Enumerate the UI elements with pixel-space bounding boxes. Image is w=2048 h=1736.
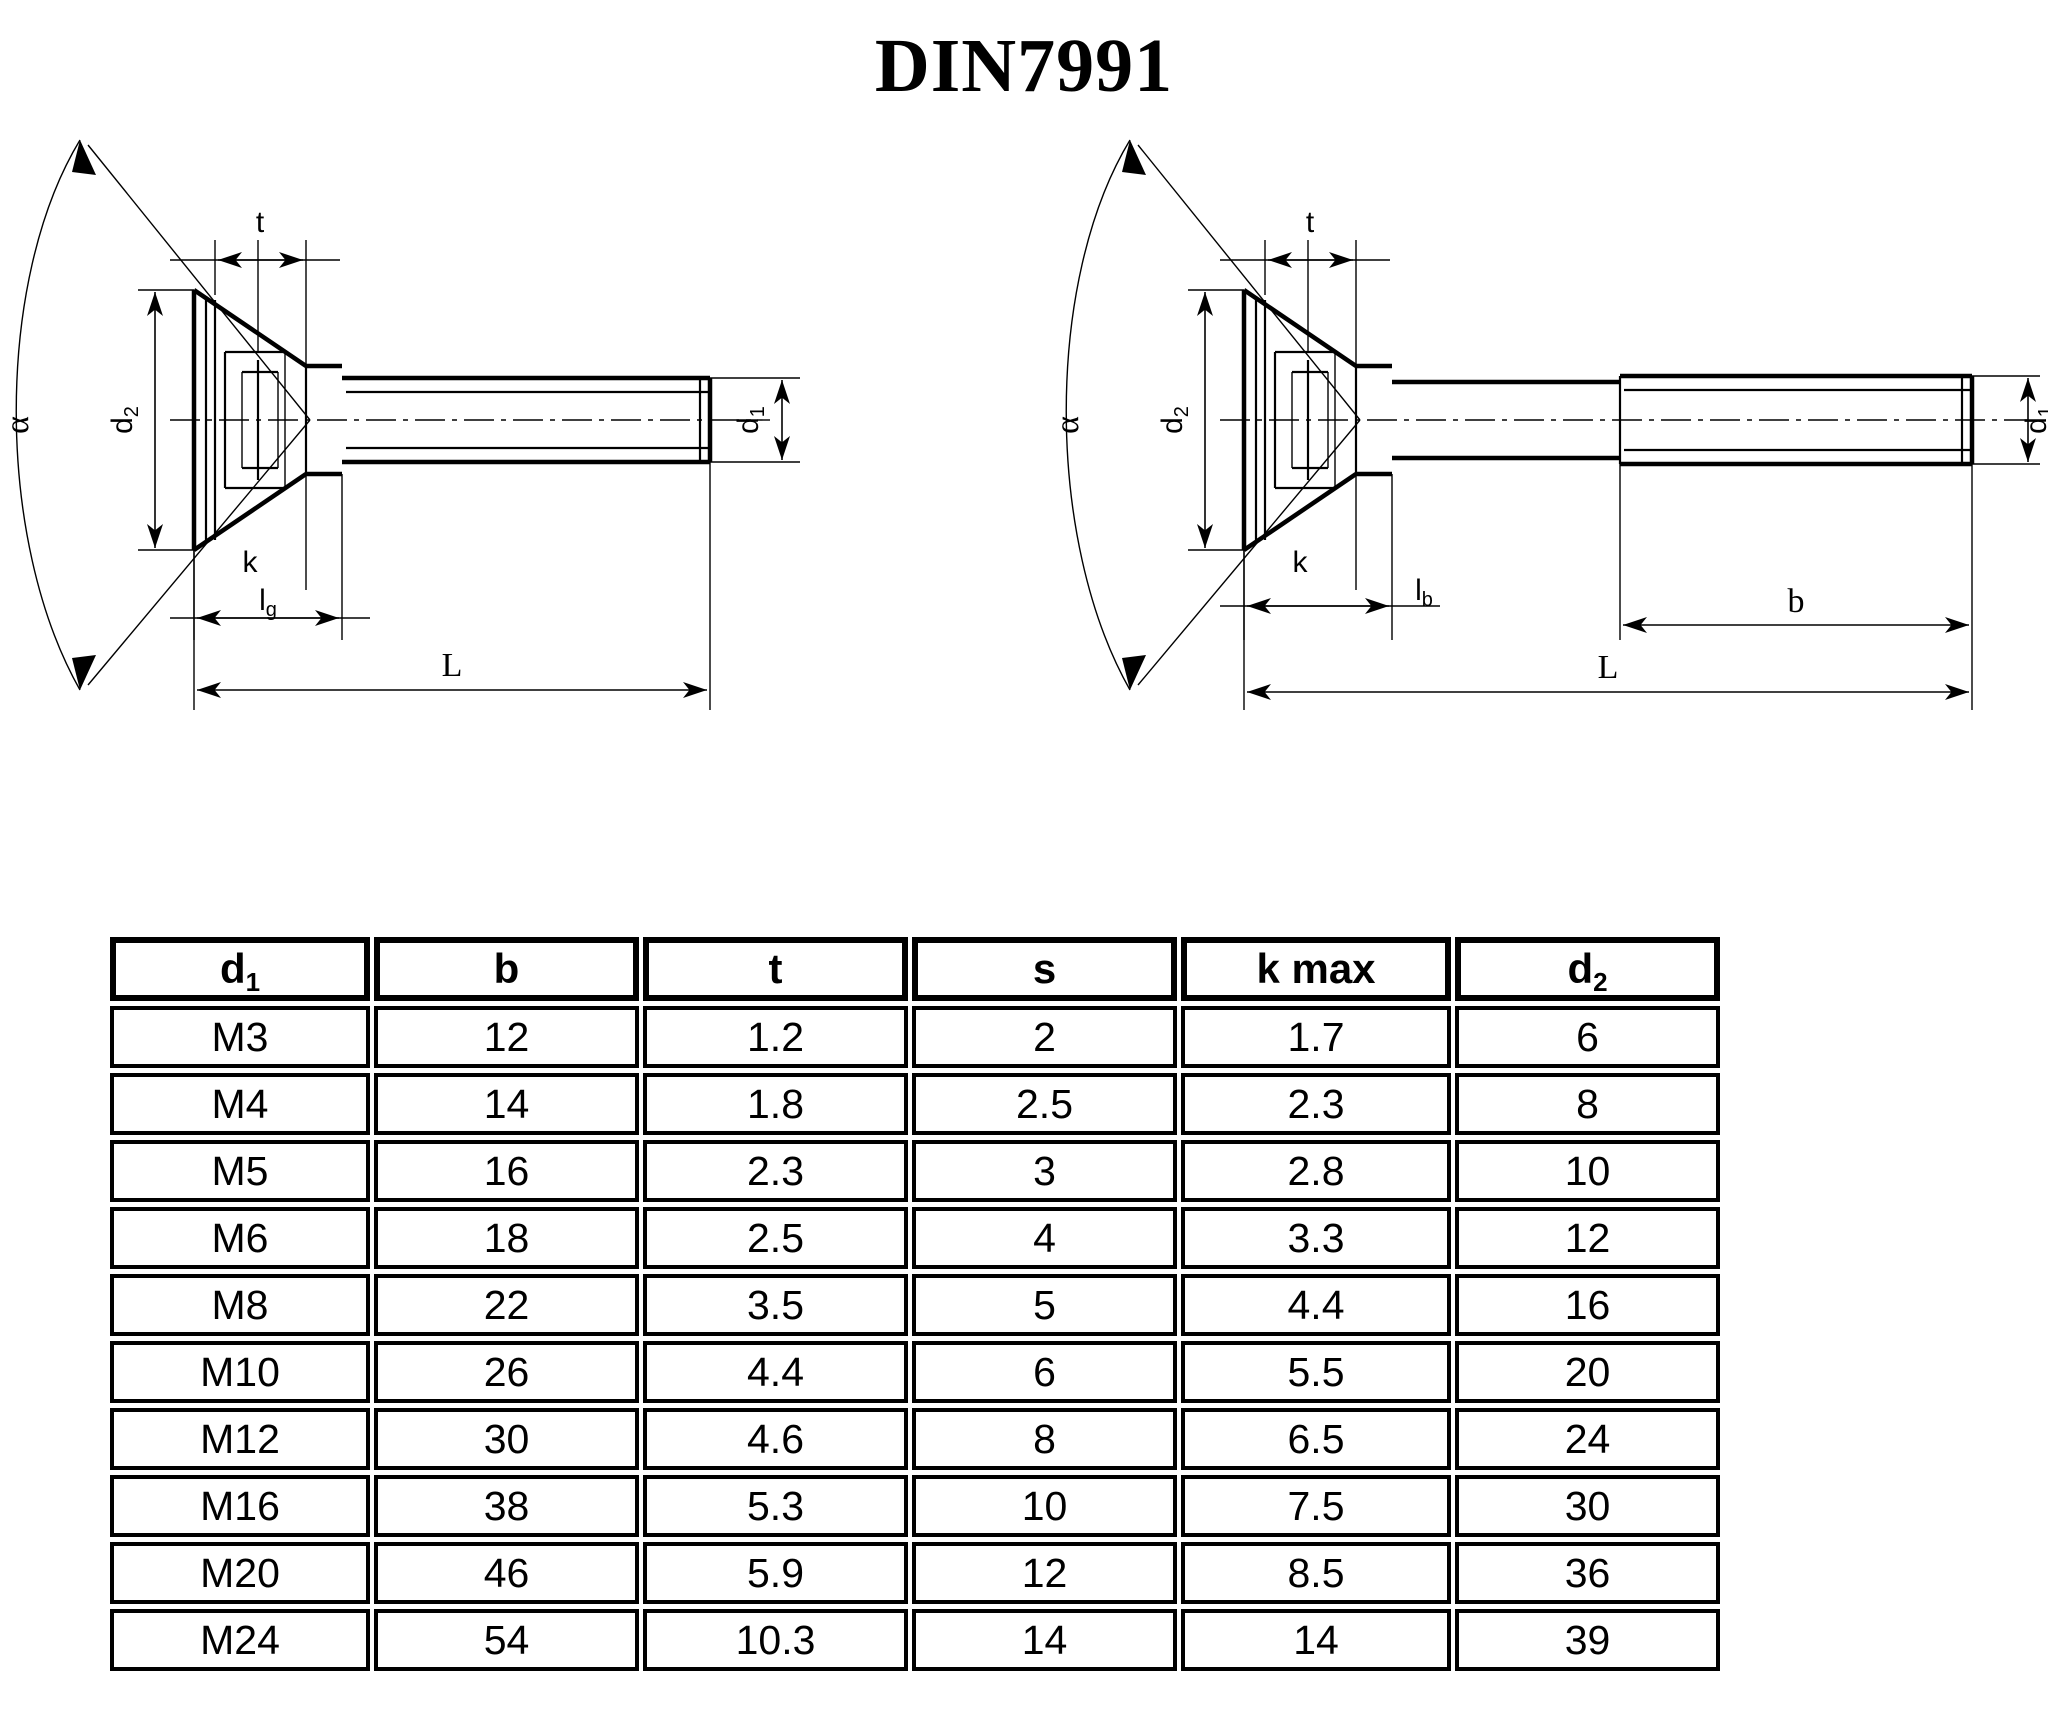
table-cell-d1: M10 [110,1341,370,1403]
table-cell-s: 10 [912,1475,1177,1537]
label-lb: lb [1415,574,1433,611]
label-t: t [1306,206,1315,239]
table-header-row: d1 b t s k max d2 [110,937,1720,1001]
table-cell-b: 12 [374,1006,639,1068]
table-cell-t: 1.2 [643,1006,908,1068]
table-cell-t: 2.3 [643,1140,908,1202]
table-cell-s: 3 [912,1140,1177,1202]
table-cell-s: 2 [912,1006,1177,1068]
figure-fully-threaded-screw: α [0,120,1050,740]
label-lg: lg [259,584,277,621]
table-cell-t: 3.5 [643,1274,908,1336]
table-cell-k-max: 8.5 [1181,1542,1451,1604]
table-cell-d1: M20 [110,1542,370,1604]
column-header-kmax: k max [1181,937,1451,1001]
column-header-t: t [643,937,908,1001]
table-cell-b: 30 [374,1408,639,1470]
table-cell-b: 18 [374,1207,639,1269]
label-d1: d1 [732,406,769,434]
table-cell-k-max: 1.7 [1181,1006,1451,1068]
table-cell-d2: 16 [1455,1274,1720,1336]
label-L: L [1598,649,1619,686]
table-cell-s: 6 [912,1341,1177,1403]
table-cell-k-max: 2.3 [1181,1073,1451,1135]
label-alpha: α [0,416,36,434]
table-cell-d1: M8 [110,1274,370,1336]
label-d2: d2 [1156,406,1193,434]
page-title: DIN7991 [874,24,1174,108]
table-cell-s: 5 [912,1274,1177,1336]
table-cell-b: 46 [374,1542,639,1604]
table-cell-k-max: 4.4 [1181,1274,1451,1336]
table-cell-k-max: 3.3 [1181,1207,1451,1269]
label-alpha: α [1049,416,1086,434]
column-header-b: b [374,937,639,1001]
table-cell-d2: 12 [1455,1207,1720,1269]
table-cell-b: 16 [374,1140,639,1202]
label-k: k [1293,546,1309,579]
table-cell-t: 10.3 [643,1609,908,1671]
table-cell-d2: 8 [1455,1073,1720,1135]
table-cell-t: 1.8 [643,1073,908,1135]
table-cell-b: 54 [374,1609,639,1671]
table-cell-d2: 20 [1455,1341,1720,1403]
table-cell-t: 5.9 [643,1542,908,1604]
figure-partially-threaded-screw: α [1049,120,2048,740]
table-cell-k-max: 2.8 [1181,1140,1451,1202]
table-cell-k-max: 7.5 [1181,1475,1451,1537]
table-cell-b: 26 [374,1341,639,1403]
table-cell-k-max: 14 [1181,1609,1451,1671]
table-cell-d1: M6 [110,1207,370,1269]
technical-drawing-area: α [0,120,2048,740]
table-cell-d1: M12 [110,1408,370,1470]
table-cell-d2: 10 [1455,1140,1720,1202]
table-cell-t: 4.4 [643,1341,908,1403]
table-cell-d2: 39 [1455,1609,1720,1671]
table-cell-d2: 36 [1455,1542,1720,1604]
table-cell-d1: M24 [110,1609,370,1671]
label-d2: d2 [106,406,143,434]
table-cell-d1: M16 [110,1475,370,1537]
label-d1: d1 [2020,406,2048,434]
column-header-d1: d1 [110,937,370,1001]
label-L: L [442,647,463,684]
label-t: t [256,206,265,239]
table-cell-k-max: 6.5 [1181,1408,1451,1470]
column-header-s: s [912,937,1177,1001]
table-cell-t: 4.6 [643,1408,908,1470]
table-cell-s: 8 [912,1408,1177,1470]
table-cell-t: 2.5 [643,1207,908,1269]
table-cell-d2: 24 [1455,1408,1720,1470]
table-cell-b: 14 [374,1073,639,1135]
label-b: b [1788,583,1805,620]
table-cell-b: 38 [374,1475,639,1537]
table-cell-s: 2.5 [912,1073,1177,1135]
table-cell-s: 4 [912,1207,1177,1269]
table-cell-s: 12 [912,1542,1177,1604]
table-cell-t: 5.3 [643,1475,908,1537]
table-cell-d2: 30 [1455,1475,1720,1537]
table-cell-s: 14 [912,1609,1177,1671]
table-cell-d1: M3 [110,1006,370,1068]
table-cell-d1: M5 [110,1140,370,1202]
column-header-d2: d2 [1455,937,1720,1001]
table-cell-b: 22 [374,1274,639,1336]
table-cell-d1: M4 [110,1073,370,1135]
table-cell-k-max: 5.5 [1181,1341,1451,1403]
table-cell-d2: 6 [1455,1006,1720,1068]
label-k: k [243,546,259,579]
